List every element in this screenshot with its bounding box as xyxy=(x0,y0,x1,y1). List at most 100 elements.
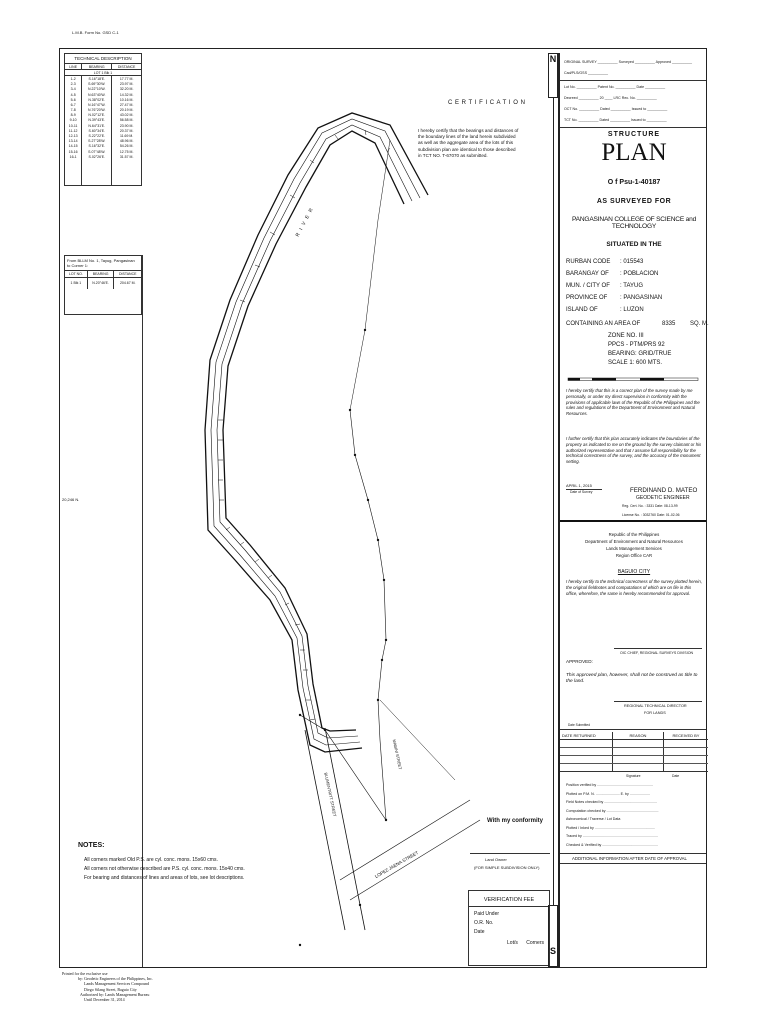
location-value: : POBLACION xyxy=(620,271,659,277)
tech-cell: S.22°22'E. xyxy=(81,133,112,139)
tie-cell: 204.67 M. xyxy=(113,277,141,289)
location-value: : PANGASINAN xyxy=(620,295,663,301)
north-arrow-box: N xyxy=(548,53,558,98)
returned-header: REASON xyxy=(612,732,664,740)
conformity-title: With my conformity xyxy=(487,818,543,824)
north-letter: N xyxy=(549,54,557,64)
tech-cell: 23.97 M. xyxy=(111,81,141,87)
printer-line: Lands Management Services Compound xyxy=(84,981,149,987)
tech-cell: 17.77 M. xyxy=(111,75,141,82)
date-submitted: Date Submitted xyxy=(568,723,590,727)
lots-corners: Lot/s Corners xyxy=(469,935,549,946)
tech-empty-row xyxy=(65,164,141,170)
tech-cell: 10.16 M. xyxy=(111,97,141,103)
lms: Lands Management Services xyxy=(606,546,662,551)
tech-header-cell: LINE xyxy=(65,64,82,71)
tie-line-box: From BLLM No. 1, Tayug, Pangasinan to Co… xyxy=(64,255,142,315)
side-coordinate-label: 20,246 N. xyxy=(62,497,80,502)
scale-bar xyxy=(567,377,699,381)
tech-cell: N.22°10'W. xyxy=(81,86,112,92)
republic: Republic of the Philippines xyxy=(608,532,660,537)
client-name: PANGASINAN COLLEGE OF SCIENCE and TECHNO… xyxy=(571,216,697,230)
printer-line: Until December 31, 2014 xyxy=(84,996,125,1002)
ppcs: PPCS - PTM/PRS 92 xyxy=(608,342,665,348)
printer-line: Printed for the exclusive use xyxy=(62,971,108,976)
engineer-title: GEODETIC ENGINEER xyxy=(636,495,690,501)
tech-empty-row xyxy=(65,174,141,181)
tech-cell: 5-6 xyxy=(70,97,76,102)
location-label: BARANGAY OF xyxy=(566,271,609,277)
additional-info-label: ADDITIONAL INFORMATION AFTER DATE OF APP… xyxy=(572,856,687,861)
zone: ZONE NO. III xyxy=(608,333,644,339)
tech-cell: S.60°34'E. xyxy=(81,128,112,134)
meridian-line xyxy=(553,98,554,905)
tie-cell: N.20°46'E. xyxy=(86,277,114,289)
tech-cell: 16-1 xyxy=(69,154,77,159)
returned-header: DATE RETURNED xyxy=(560,732,613,740)
date-of-survey-label: Date of Survey xyxy=(570,490,593,494)
tie-cell: 1 Blk 1 xyxy=(70,281,82,286)
check-row: Traced by ..............................… xyxy=(566,834,658,838)
note-line: For bearing and distances of lines and a… xyxy=(84,875,245,881)
header-row: ORIGINAL SURVEY __________ Surveyed ____… xyxy=(564,60,693,64)
tech-cell: 13-14 xyxy=(68,139,78,144)
location-label: PROVINCE OF xyxy=(566,295,608,301)
tech-row: 1-2 S.16°18'E.17.77 M. xyxy=(65,75,141,82)
notes-list: All corners marked Old P.S. are cyl. con… xyxy=(84,856,245,883)
plan-title: PLAN xyxy=(601,139,667,166)
title-block: ORIGINAL SURVEY __________ Surveyed ____… xyxy=(558,53,709,967)
tech-cell: S.16°18'E. xyxy=(81,75,112,82)
divider xyxy=(560,80,706,81)
tie-header: BEARING xyxy=(86,270,114,279)
location-row: MUN. / CITY OF: TAYUG xyxy=(566,283,643,289)
tech-cell: 15-16 xyxy=(68,149,78,154)
location-row: RURBAN CODE: 015543 xyxy=(566,259,643,265)
returned-table: DATE RETURNED REASON RECEIVED BY xyxy=(560,732,708,772)
tech-cell: 11-12 xyxy=(68,128,78,133)
check-row: Checked & Verified by ..................… xyxy=(566,842,659,847)
certification-text: I hereby certify that the bearings and d… xyxy=(418,128,519,158)
situated-label: SITUATED IN THE xyxy=(606,241,662,248)
area-label: CONTAINING AN AREA OF xyxy=(566,321,641,327)
survey-date: APRIL 1, 2015 xyxy=(566,483,592,488)
tech-cell: N.16°47'W. xyxy=(81,102,112,108)
bearing: BEARING: GRID/TRUE xyxy=(608,351,672,357)
tech-header-cell: BEARING xyxy=(81,64,112,71)
tech-cell: 2-3 xyxy=(70,82,76,87)
divider xyxy=(560,729,706,730)
tech-cell: 48.96 M. xyxy=(111,138,141,144)
owner-signature-line xyxy=(470,853,550,854)
header-row: OCT No. __________ Dated __________ Issu… xyxy=(564,107,668,111)
lots-label: Lot/s xyxy=(507,940,518,946)
note-line: All corners marked Old P.S. are cyl. con… xyxy=(84,857,218,863)
location-row: BARANGAY OF : POBLACION xyxy=(566,271,658,277)
tech-header-cell: DISTANCE xyxy=(111,64,141,71)
tech-cell: S.16°32'E. xyxy=(81,143,112,149)
check-row: Field Notes checked by .................… xyxy=(566,800,658,804)
tech-cell: 11.69 M. xyxy=(111,133,141,139)
header-row: TCT No. __________ Dated __________ Issu… xyxy=(564,118,667,122)
location-label: ISLAND OF xyxy=(566,307,598,313)
tech-empty-row xyxy=(65,169,141,175)
tech-cell: N.63°40'W. xyxy=(81,91,112,98)
owner-note: (FOR SIMPLE SUBDIVISION ONLY) xyxy=(474,865,540,870)
divider xyxy=(560,127,706,128)
tech-desc-title: TECHNICAL DESCRIPTION xyxy=(65,54,141,64)
tie-from-note: From BLLM No. 1, Tayug, Pangasinan to Co… xyxy=(67,258,135,268)
area-unit: SQ. M. xyxy=(690,321,709,327)
divider xyxy=(560,863,706,864)
license-no: License No. : 3032760 Date: 01-02-06 xyxy=(622,513,680,517)
notes-title: NOTES: xyxy=(78,842,105,849)
certification-title: C E R T I F I C A T I O N xyxy=(448,100,526,106)
tech-cell: S.07°48'W. xyxy=(81,149,112,155)
tech-cell: 1-2 xyxy=(70,76,76,81)
header-row: Decreed __________ 20 ____ LRC Rec. No. … xyxy=(564,96,657,100)
location-label: MUN. / CITY OF xyxy=(566,283,610,289)
